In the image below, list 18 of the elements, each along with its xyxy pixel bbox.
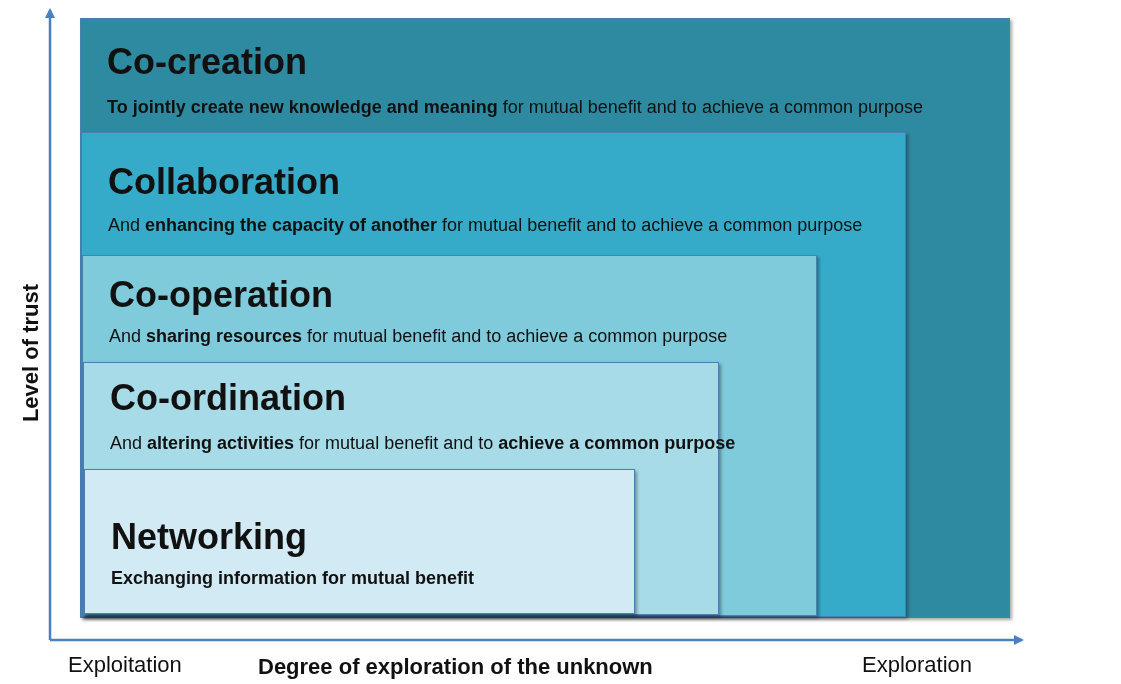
- nested-level-box: [80, 18, 1010, 618]
- level-heading: Co-operation: [109, 274, 333, 316]
- nested-level-box: [82, 255, 817, 616]
- level-heading: Collaboration: [108, 161, 340, 203]
- level-description: And enhancing the capacity of another for mutual benefit and to achieve a common purpose: [108, 215, 863, 236]
- level-heading: Co-ordination: [110, 377, 346, 419]
- level-description: Exchanging information for mutual benefit: [111, 568, 474, 589]
- axis-title: Degree of exploration of the unknown: [258, 654, 653, 680]
- level-description: To jointly create new knowledge and meaning for mutual benefit and to achieve a common purpose: [107, 97, 923, 118]
- level-description: And sharing resources for mutual benefit and to achieve a common purpose: [109, 326, 728, 347]
- level-heading: Co-creation: [107, 41, 308, 83]
- axis-end-label: Exploration: [862, 652, 973, 678]
- level-heading: Networking: [111, 516, 307, 558]
- nested-level-box: [81, 132, 906, 617]
- axis-title: Level of trust: [18, 283, 45, 423]
- nested-level-box: [84, 469, 635, 614]
- level-description: And altering activities for mutual benefit and to achieve a common purpose: [110, 433, 736, 454]
- axis-end-label: Exploitation: [68, 652, 182, 678]
